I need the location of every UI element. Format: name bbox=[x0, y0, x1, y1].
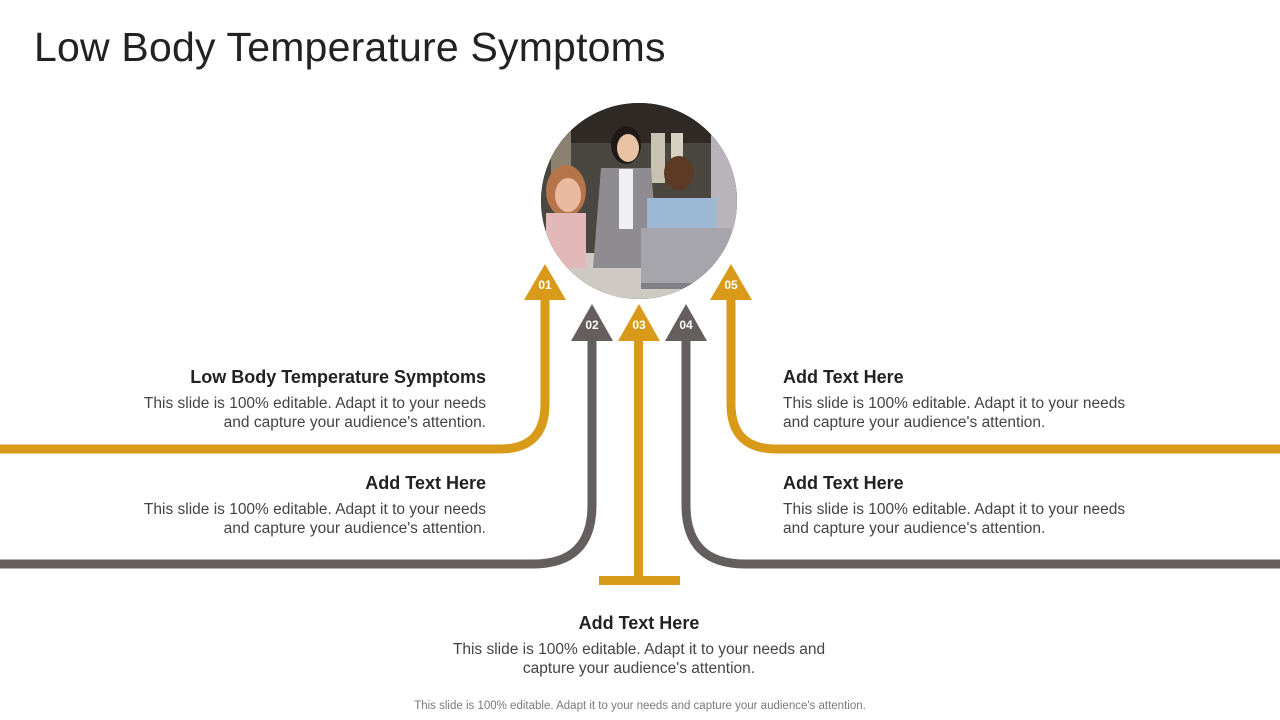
item-05-line-2: and capture your audience's attention. bbox=[783, 414, 1046, 431]
arrow-02-line bbox=[0, 338, 597, 569]
marker-04: 04 bbox=[679, 318, 693, 332]
item-05-heading: Add Text Here bbox=[783, 367, 904, 387]
arrow-04-head bbox=[665, 304, 707, 341]
arrow-05-head bbox=[710, 264, 752, 300]
item-02-line-1: This slide is 100% editable. Adapt it to… bbox=[143, 501, 486, 518]
item-05-line-1: This slide is 100% editable. Adapt it to… bbox=[783, 395, 1126, 412]
item-03-heading: Add Text Here bbox=[578, 613, 700, 633]
arrow-01-head bbox=[524, 264, 566, 300]
footer-note: This slide is 100% editable. Adapt it to… bbox=[414, 700, 866, 712]
page-title: Low Body Temperature Symptoms bbox=[34, 24, 666, 70]
item-01-line-1: This slide is 100% editable. Adapt it to… bbox=[143, 395, 486, 412]
item-02: Add Text Here This slide is 100% editabl… bbox=[106, 473, 486, 538]
arrow-03-base bbox=[599, 576, 680, 585]
item-01: Low Body Temperature Symptoms This slide… bbox=[106, 367, 486, 432]
item-01-text: This slide is 100% editable. Adapt it to… bbox=[106, 394, 486, 432]
item-05-text: This slide is 100% editable. Adapt it to… bbox=[783, 394, 1163, 432]
arrow-02-head bbox=[571, 304, 613, 341]
item-01-line-2: and capture your audience's attention. bbox=[223, 414, 486, 431]
arrow-01-line bbox=[0, 298, 550, 454]
item-03-line-1: This slide is 100% editable. Adapt it to… bbox=[452, 641, 826, 658]
item-04: Add Text Here This slide is 100% editabl… bbox=[783, 473, 1163, 538]
arrow-04-line bbox=[681, 338, 1280, 569]
arrow-03-line bbox=[634, 338, 643, 580]
item-04-text: This slide is 100% editable. Adapt it to… bbox=[783, 500, 1163, 538]
marker-03: 03 bbox=[632, 318, 646, 332]
item-05: Add Text Here This slide is 100% editabl… bbox=[783, 367, 1163, 432]
item-02-text: This slide is 100% editable. Adapt it to… bbox=[106, 500, 486, 538]
item-03-text: This slide is 100% editable. Adapt it to… bbox=[449, 640, 829, 678]
item-02-heading: Add Text Here bbox=[365, 473, 486, 493]
marker-05: 05 bbox=[724, 278, 738, 292]
item-03: Add Text Here This slide is 100% editabl… bbox=[449, 613, 829, 678]
item-04-heading: Add Text Here bbox=[783, 473, 904, 493]
arrow-05-line bbox=[726, 298, 1280, 454]
marker-01: 01 bbox=[538, 278, 552, 292]
item-04-line-1: This slide is 100% editable. Adapt it to… bbox=[783, 501, 1126, 518]
arrow-03-head bbox=[618, 304, 660, 341]
item-04-line-2: and capture your audience's attention. bbox=[783, 520, 1046, 537]
marker-02: 02 bbox=[585, 318, 599, 332]
item-02-line-2: and capture your audience's attention. bbox=[223, 520, 486, 537]
item-03-line-2: capture your audience's attention. bbox=[522, 660, 756, 677]
item-01-heading: Low Body Temperature Symptoms bbox=[190, 367, 486, 387]
